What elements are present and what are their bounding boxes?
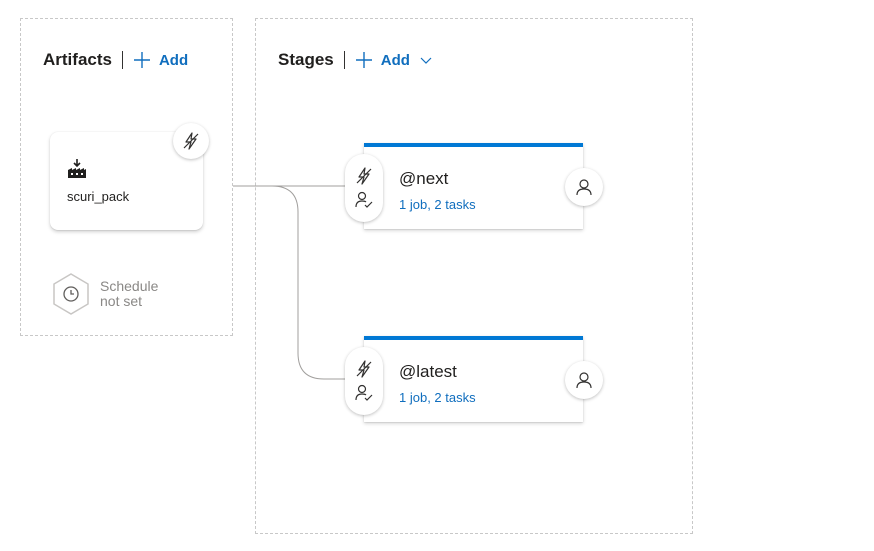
schedule-not-set[interactable]: Schedule not set bbox=[52, 273, 158, 315]
add-artifact-label: Add bbox=[158, 51, 189, 69]
post-deployment-conditions-next[interactable] bbox=[565, 168, 603, 206]
schedule-line2: not set bbox=[100, 293, 143, 309]
stages-header: Stages Add bbox=[278, 48, 432, 72]
chevron-down-icon[interactable] bbox=[420, 54, 432, 66]
header-divider bbox=[343, 51, 345, 69]
person-icon bbox=[576, 372, 592, 389]
build-artifact-icon bbox=[68, 159, 86, 178]
schedule-text: Schedule not set bbox=[100, 279, 158, 309]
approver-check-icon[interactable] bbox=[355, 191, 373, 209]
pre-deployment-conditions-next[interactable] bbox=[345, 154, 383, 222]
stages-title: Stages bbox=[278, 50, 334, 69]
pre-deployment-conditions-latest[interactable] bbox=[345, 347, 383, 415]
post-deployment-conditions-latest[interactable] bbox=[565, 361, 603, 399]
clock-icon bbox=[53, 273, 89, 315]
header-divider bbox=[121, 51, 123, 69]
lightning-trigger-icon[interactable] bbox=[355, 360, 373, 378]
plus-icon bbox=[133, 52, 150, 68]
add-stage-button[interactable]: Add bbox=[355, 51, 432, 69]
artifacts-title: Artifacts bbox=[43, 50, 112, 69]
artifacts-section bbox=[20, 18, 233, 336]
add-stage-label: Add bbox=[380, 51, 410, 69]
approver-check-icon[interactable] bbox=[355, 384, 373, 402]
continuous-deployment-trigger-button[interactable] bbox=[173, 123, 209, 159]
stage-job-summary-link[interactable]: 1 job, 2 tasks bbox=[399, 390, 476, 405]
artifact-name: scuri_pack bbox=[67, 189, 130, 204]
lightning-trigger-icon[interactable] bbox=[355, 167, 373, 185]
stage-card-next[interactable]: @next 1 job, 2 tasks bbox=[364, 143, 583, 229]
plus-icon bbox=[355, 52, 372, 68]
artifacts-header: Artifacts Add bbox=[43, 48, 188, 72]
stages-section bbox=[255, 18, 693, 534]
stage-name: @next bbox=[399, 169, 449, 188]
stage-card-latest[interactable]: @latest 1 job, 2 tasks bbox=[364, 336, 583, 422]
person-icon bbox=[576, 179, 592, 196]
stage-job-summary-link[interactable]: 1 job, 2 tasks bbox=[399, 197, 476, 212]
schedule-line1: Schedule bbox=[100, 278, 159, 294]
stage-name: @latest bbox=[399, 362, 457, 381]
add-artifact-button[interactable]: Add bbox=[133, 51, 188, 69]
lightning-trigger-icon bbox=[183, 132, 199, 150]
